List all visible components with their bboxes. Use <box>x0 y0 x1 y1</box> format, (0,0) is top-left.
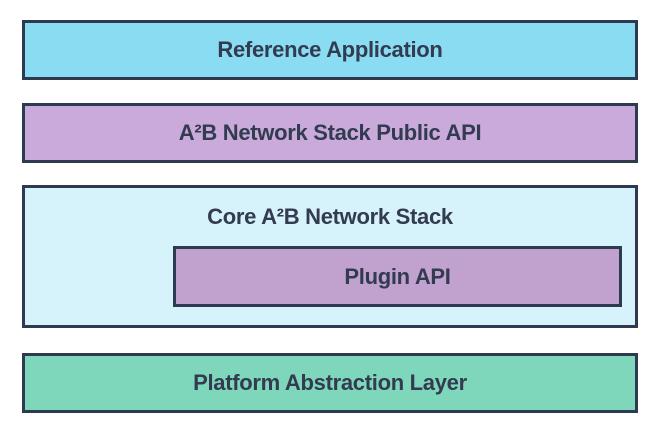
layer-label-reference-application: Reference Application <box>217 37 443 62</box>
layer-label-plugin-api: Plugin API <box>344 263 451 289</box>
layer-label-core-network-stack: Core A²B Network Stack <box>207 204 453 229</box>
layer-label-network-stack-public-api: A²B Network Stack Public API <box>178 120 482 145</box>
layer-box-network-stack-public-api: A²B Network Stack Public API <box>22 103 638 163</box>
layer-label-platform-abstraction-layer: Platform Abstraction Layer <box>193 370 467 395</box>
layer-box-reference-application: Reference Application <box>22 20 638 80</box>
layer-box-core-network-stack: Core A²B Network Stack Plugin API <box>22 185 638 328</box>
layer-box-platform-abstraction-layer: Platform Abstraction Layer <box>22 353 638 413</box>
nested-box-plugin-api: Plugin API <box>173 246 622 307</box>
